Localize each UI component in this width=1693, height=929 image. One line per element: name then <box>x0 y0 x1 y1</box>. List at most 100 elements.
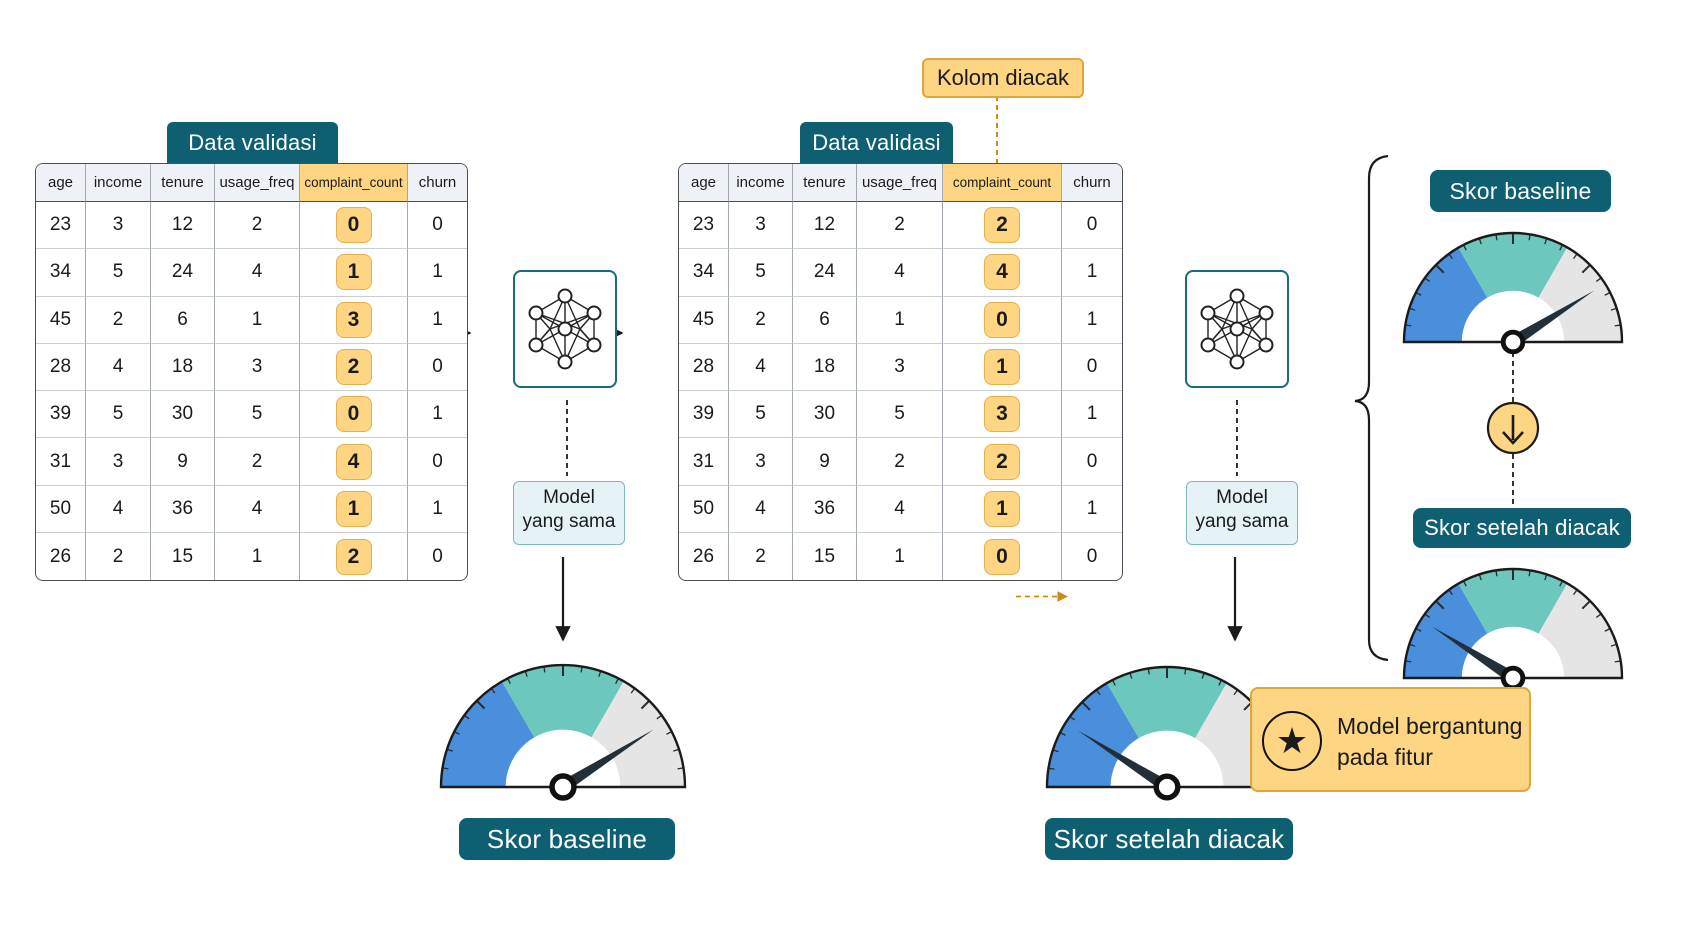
table-cell: 3 <box>729 438 793 486</box>
table-cell: 2 <box>215 202 300 250</box>
data-validasi-tag-shuffled: Data validasi <box>800 122 953 163</box>
table-cell: 2 <box>729 296 793 344</box>
table-cell: 30 <box>151 391 215 439</box>
table-cell: 4 <box>857 249 943 297</box>
table-cell: 5 <box>729 249 793 297</box>
table-cell: 1 <box>943 343 1062 392</box>
table-cell: 28 <box>36 343 86 392</box>
table-cell: 23 <box>679 202 729 250</box>
column-header: churn <box>408 164 467 202</box>
table-cell: 15 <box>151 533 215 581</box>
table-cell: 1 <box>300 249 408 297</box>
table-cell: 12 <box>793 202 857 250</box>
table-cell: 45 <box>36 296 86 344</box>
table-cell: 0 <box>1086 545 1098 567</box>
table-cell: 2 <box>300 343 408 392</box>
complaint-count-chip: 0 <box>984 538 1020 575</box>
table-cell: 1 <box>943 485 1062 534</box>
table-cell: 1 <box>215 533 300 581</box>
table-cell: 30 <box>793 391 857 439</box>
gauge-baseline <box>439 663 687 801</box>
complaint-count-chip: 3 <box>335 301 372 338</box>
complaint-count-chip: 1 <box>335 254 372 291</box>
table-cell: 0 <box>943 533 1062 581</box>
table-cell: 9 <box>793 438 857 486</box>
table-cell: 3 <box>943 391 1062 439</box>
table-cell: 3 <box>215 343 300 392</box>
column-header: usage_freq <box>857 164 943 202</box>
column-header: age <box>679 164 729 202</box>
complaint-count-chip: 3 <box>984 396 1020 433</box>
down-arrow-icon <box>1486 401 1540 455</box>
table-cell: 0 <box>300 202 408 250</box>
data-validasi-tag-original: Data validasi <box>167 122 338 163</box>
table-cell: 1 <box>215 296 300 344</box>
table-cell: 18 <box>793 343 857 392</box>
table-cell: 1 <box>1062 391 1122 439</box>
table-cell: 0 <box>1062 202 1122 250</box>
table-cell: 0 <box>408 202 467 250</box>
column-header: income <box>86 164 151 202</box>
table-cell: 45 <box>679 296 729 344</box>
table-cell: 36 <box>793 485 857 534</box>
table-cell: 2 <box>857 202 943 250</box>
model-box-original <box>513 270 617 388</box>
table-cell: 2 <box>729 533 793 581</box>
table-cell: 0 <box>408 344 467 392</box>
table-cell: 4 <box>300 438 408 486</box>
table-cell: 18 <box>151 343 215 392</box>
table-cell: 50 <box>36 485 86 534</box>
model-box-shuffled <box>1185 270 1289 388</box>
complaint-count-chip: 2 <box>984 443 1020 480</box>
table-cell: 2 <box>300 533 408 581</box>
complaint-count-chip: 0 <box>335 396 372 433</box>
table-cell: 39 <box>679 391 729 439</box>
neural-network-icon <box>1200 288 1274 370</box>
complaint-count-chip: 2 <box>335 538 372 575</box>
table-cell: 0 <box>408 438 467 486</box>
column-header: age <box>36 164 86 202</box>
table-cell: 34 <box>679 249 729 297</box>
complaint-count-chip: 4 <box>984 254 1020 291</box>
result-line1: Model bergantung <box>1337 713 1523 739</box>
column-header: complaint_count <box>300 164 408 202</box>
table-cell: 1 <box>408 249 467 297</box>
complaint-count-chip: 1 <box>984 349 1020 386</box>
table-cell: 0 <box>300 391 408 439</box>
table-cell: 3 <box>300 296 408 344</box>
table-cell: 15 <box>793 533 857 581</box>
table-cell: 0 <box>432 545 443 567</box>
complaint-count-chip: 2 <box>335 349 372 386</box>
complaint-count-chip: 4 <box>335 443 372 480</box>
model-label-line1: Model <box>543 487 595 508</box>
result-line2: pada fitur <box>1337 744 1433 770</box>
complaint-count-chip: 2 <box>984 207 1020 244</box>
gauge-side-shuffled <box>1402 567 1624 691</box>
table-cell: 2 <box>86 533 151 581</box>
table-cell: 3 <box>86 438 151 486</box>
table-cell: 5 <box>215 391 300 439</box>
model-label-line2: yang sama <box>522 511 616 532</box>
table-cell: 4 <box>729 343 793 392</box>
table-cell: 9 <box>151 438 215 486</box>
table-cell: 12 <box>151 202 215 250</box>
table-cell: 5 <box>857 391 943 439</box>
table-cell: 50 <box>679 485 729 534</box>
grouping-brace <box>1354 154 1389 662</box>
table-cell: 6 <box>793 296 857 344</box>
